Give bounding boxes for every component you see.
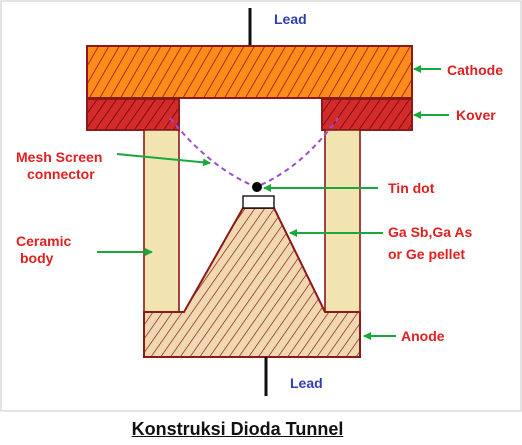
label-tin-dot: Tin dot	[388, 180, 435, 196]
kover-block-left	[86, 98, 180, 131]
mesh-screen-connector	[169, 117, 339, 189]
label-kover: Kover	[456, 107, 496, 123]
label-mesh-screen-line1: Mesh Screen	[16, 149, 102, 165]
cathode-plate	[86, 45, 413, 99]
label-lead-bottom: Lead	[290, 375, 323, 391]
tin-dot	[252, 182, 262, 192]
diagram-frame	[0, 0, 522, 412]
label-anode: Anode	[401, 328, 445, 344]
label-cathode: Cathode	[447, 62, 503, 78]
ceramic-pillar-right	[324, 129, 361, 313]
label-mesh-screen-line2: connector	[27, 166, 95, 182]
diagram-caption: Konstruksi Dioda Tunnel	[131, 419, 344, 439]
kover-block-right	[321, 98, 413, 131]
label-ceramic-line2: body	[20, 250, 54, 266]
arrow-mesh-screen	[116, 153, 211, 167]
label-ceramic-line1: Ceramic	[16, 233, 71, 249]
label-pellet-line1: Ga Sb,Ga As	[388, 224, 473, 240]
anode-and-pellet	[143, 207, 361, 358]
tin-contact-pad	[242, 195, 275, 209]
label-lead-top: Lead	[274, 11, 307, 27]
label-pellet-line2: or Ge pellet	[388, 246, 465, 262]
